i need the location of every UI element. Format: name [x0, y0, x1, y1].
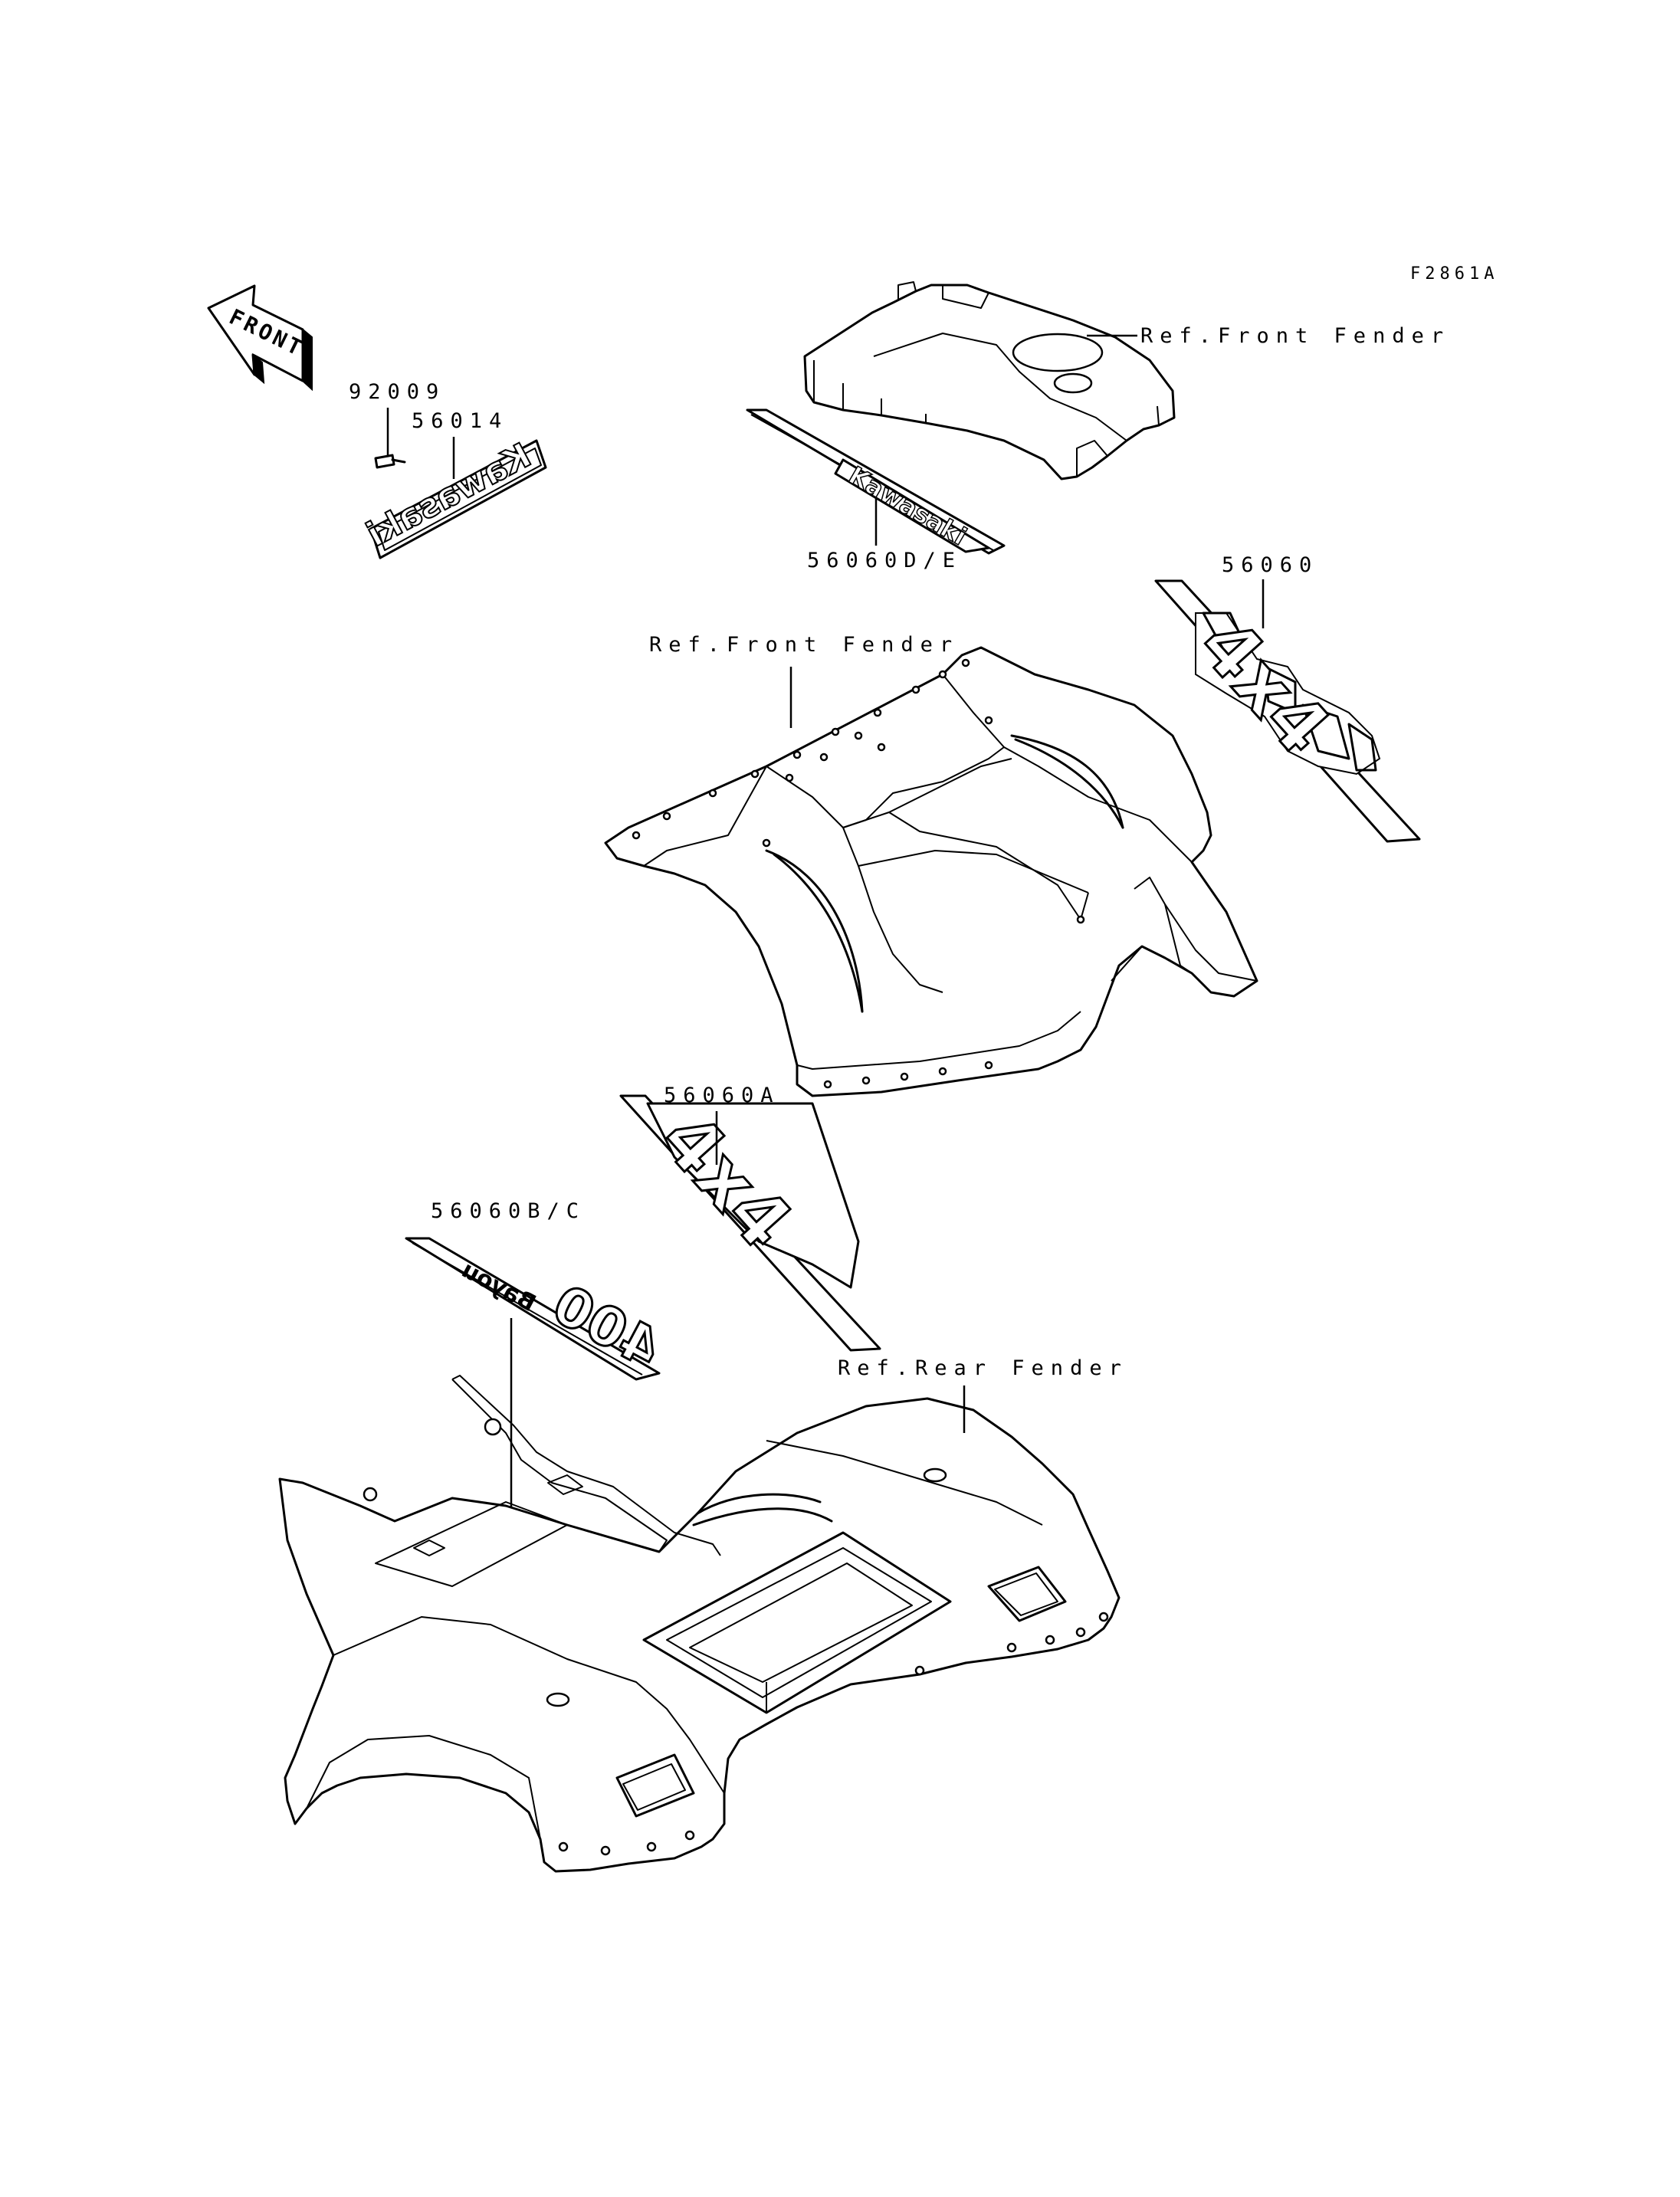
- callout-ref-front-fender-main: Ref.Front Fender: [649, 633, 959, 657]
- fender-mount-holes: [632, 658, 1085, 1089]
- callout-56060bc: 56060B/C: [431, 1199, 586, 1223]
- front-direction-arrow: FRONT: [207, 284, 313, 392]
- callout-ref-front-fender-top: Ref.Front Fender: [1140, 324, 1450, 348]
- bayou-400-stripe-56060bc: Bayou 400: [405, 1237, 672, 1382]
- model-400-text: 400: [543, 1273, 671, 1381]
- rear-fender: [278, 1375, 1121, 1873]
- front-fender-top: [803, 281, 1176, 480]
- screw-92009: [374, 454, 406, 469]
- front-fender-main: [604, 646, 1258, 1097]
- callout-56060: 56060: [1222, 553, 1318, 577]
- callout-56060a: 56060A: [664, 1084, 780, 1107]
- kawasaki-stripe-text: Kawasaki: [844, 461, 972, 551]
- callout-56014: 56014: [412, 409, 508, 433]
- callout-92009: 92009: [349, 380, 445, 404]
- decal-4x4-56060a: 4x4: [619, 1094, 881, 1352]
- model-prefix-text: Bayou: [458, 1256, 540, 1317]
- callout-56060de: 56060D/E: [807, 549, 962, 572]
- callout-ref-rear-fender: Ref.Rear Fender: [838, 1356, 1128, 1380]
- figure-id: F2861A: [1410, 264, 1498, 284]
